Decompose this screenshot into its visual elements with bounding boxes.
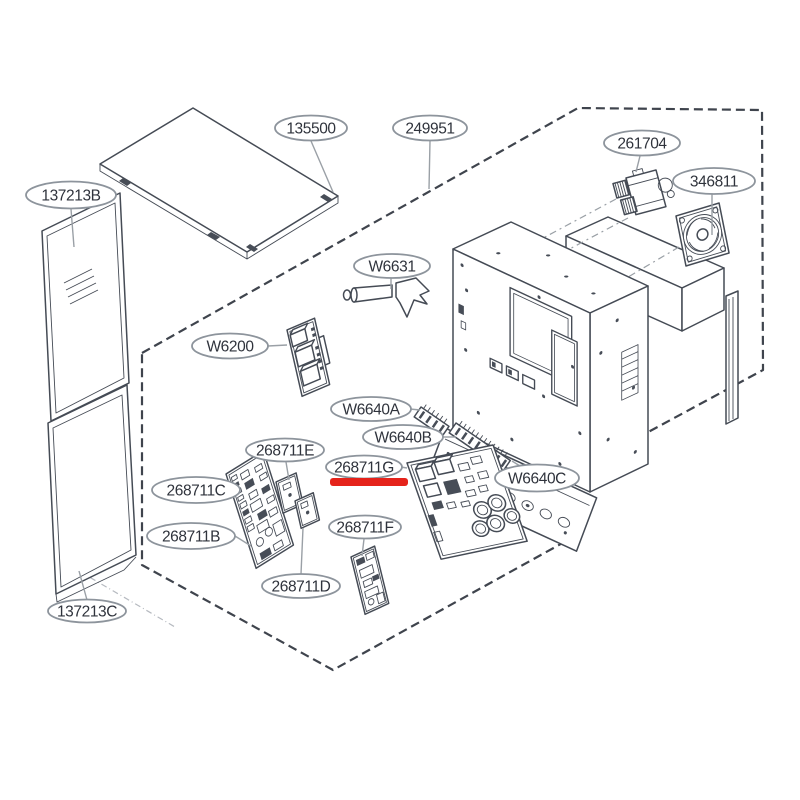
part-balloon-268711B[interactable]: 268711B: [146, 522, 236, 550]
side-panel-upper-drawing: [41, 192, 130, 422]
board-f-drawing: [350, 545, 390, 616]
part-balloon-137213B[interactable]: 137213B: [25, 180, 117, 210]
part-balloon-346811[interactable]: 346811: [672, 167, 756, 195]
part-balloon-261704[interactable]: 261704: [603, 129, 681, 157]
small-board-d-drawing: [294, 491, 321, 530]
part-label: 268711C: [167, 483, 226, 500]
fan-assembly-line: [600, 246, 680, 294]
part-balloon-249951[interactable]: 249951: [392, 114, 468, 142]
part-balloon-268711G-highlighted[interactable]: 268711G: [325, 454, 408, 487]
thermistor-drawing: [342, 277, 430, 318]
part-label: W6200: [206, 339, 254, 356]
part-balloon-268711F[interactable]: 268711F: [328, 514, 402, 540]
part-label: W6631: [368, 259, 415, 276]
part-label: 268711D: [272, 579, 331, 596]
highlight-underline: [330, 478, 408, 486]
terminal-strip-a-drawing: [413, 404, 450, 437]
part-balloon-268711D[interactable]: 268711D: [261, 573, 341, 599]
part-balloon-W6631[interactable]: W6631: [353, 253, 431, 279]
relay-board-drawing: [286, 317, 331, 398]
part-label: W6640B: [374, 430, 431, 447]
part-balloon-W6200[interactable]: W6200: [191, 332, 269, 360]
part-label: W6640C: [508, 471, 566, 488]
main-pcb-drawing: [225, 449, 295, 570]
top-cover-drawing: [99, 107, 339, 260]
part-label: 268711B: [162, 529, 220, 546]
part-balloon-W6640B[interactable]: W6640B: [362, 424, 444, 450]
part-balloon-268711C[interactable]: 268711C: [151, 476, 241, 504]
part-label: 268711E: [256, 443, 314, 460]
transformer-drawing: [612, 168, 675, 216]
side-panel-lower-drawing: [47, 384, 137, 603]
part-balloon-135500[interactable]: 135500: [274, 114, 348, 142]
part-label: 268711G: [334, 460, 394, 477]
part-label: 261704: [617, 136, 667, 153]
part-label: 268711F: [336, 520, 393, 537]
part-balloon-137213C[interactable]: 137213C: [47, 598, 127, 624]
part-balloon-W6640C[interactable]: W6640C: [494, 463, 580, 493]
part-label: 135500: [286, 121, 336, 138]
part-balloon-W6640A[interactable]: W6640A: [330, 396, 412, 422]
part-label: 249951: [405, 121, 454, 138]
part-label: W6640A: [342, 402, 400, 419]
part-balloon-268711E[interactable]: 268711E: [245, 437, 325, 463]
part-label: 137213B: [41, 188, 100, 205]
part-label: 346811: [690, 174, 738, 191]
panel-alignment-line: [78, 570, 176, 628]
fan-drawing: [675, 202, 730, 267]
transformer-assembly-line: [544, 217, 629, 263]
part-label: 137213C: [57, 604, 117, 621]
